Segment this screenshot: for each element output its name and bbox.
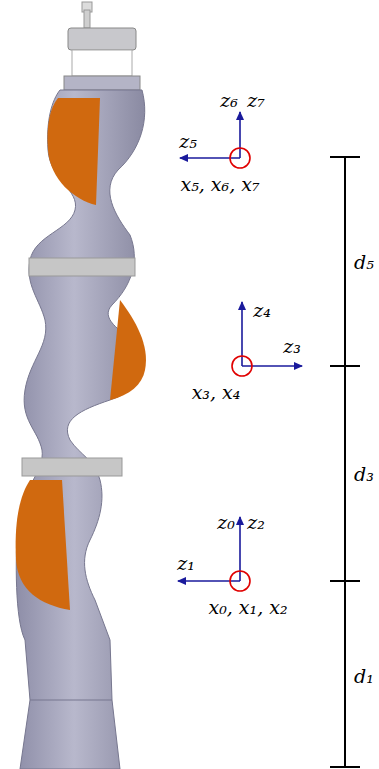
axis-label: z₂ bbox=[247, 513, 265, 532]
axis-label: x₀, x₁, x₂ bbox=[208, 598, 287, 617]
dimension-label: d₅ bbox=[354, 253, 374, 272]
axis-label: x₅, x₆, x₇ bbox=[180, 175, 259, 194]
axis-label: z₆ bbox=[220, 91, 238, 110]
dimension-label: d₁ bbox=[354, 667, 374, 686]
axis-label: z₅ bbox=[179, 132, 197, 151]
axis-label: z₁ bbox=[177, 554, 195, 573]
axis-label: x₃, x₄ bbox=[192, 383, 241, 402]
axis-label: z₀ bbox=[217, 513, 235, 532]
axis-label: z₃ bbox=[283, 337, 301, 356]
axis-label: z₇ bbox=[247, 91, 265, 110]
axis-label: z₄ bbox=[253, 301, 271, 320]
dimension-label: d₃ bbox=[354, 465, 374, 484]
